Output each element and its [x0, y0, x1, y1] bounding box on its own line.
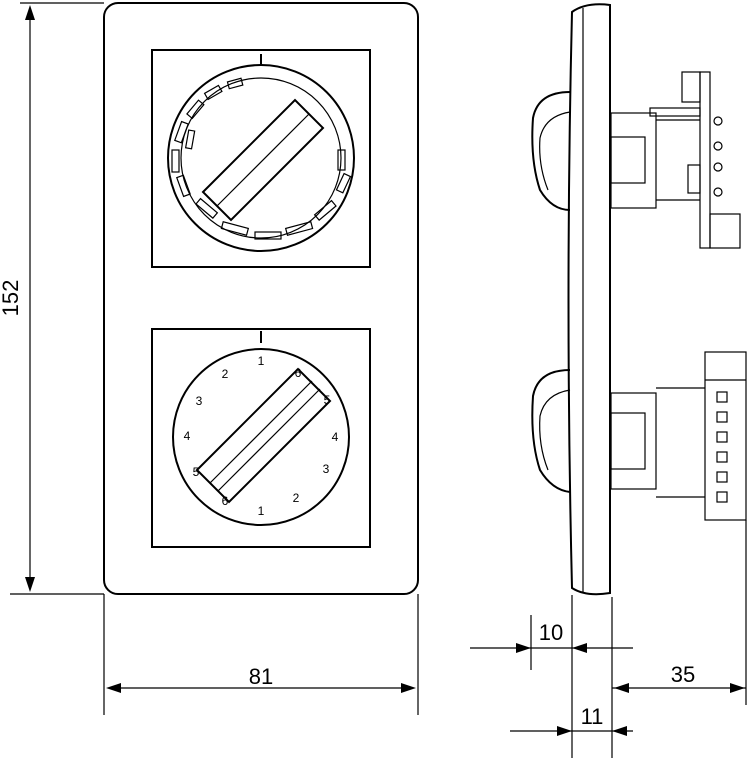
lower-knob-profile: [531, 369, 571, 493]
dial-number: 2: [222, 367, 229, 381]
dial-number: 5: [324, 393, 331, 407]
upper-scale-segments: [171, 77, 352, 240]
dial-number: 6: [222, 494, 229, 508]
lower-knob-bar: [195, 367, 332, 504]
dimension-depth: 10 11 35: [470, 520, 747, 758]
dimension-height: 152: [0, 2, 104, 595]
upper-knob-profile: [531, 91, 571, 211]
depth-10-label: 10: [539, 620, 563, 645]
upper-dial: [167, 64, 355, 252]
lower-knob-ridge-2: [217, 388, 321, 492]
dial-number: 6: [295, 366, 302, 380]
dial-number: 4: [184, 429, 191, 443]
upper-dial-inner: [180, 77, 342, 239]
upper-module: [151, 49, 371, 268]
upper-insert-square: [151, 49, 371, 268]
dial-number: 4: [332, 430, 339, 444]
side-plate: [567, 3, 611, 596]
dial-number: 3: [196, 394, 203, 408]
dial-number: 1: [258, 504, 265, 518]
dimension-width: 81: [103, 594, 419, 715]
lower-knob-ridge-1: [209, 380, 313, 484]
width-label: 81: [249, 664, 273, 689]
side-view: [531, 3, 747, 596]
height-label: 152: [0, 280, 23, 317]
lower-insert-body: [610, 351, 747, 521]
dial-number: 1: [258, 354, 265, 368]
lower-module: 1 2 3 4 5 6 6 5 4 3 2 1: [151, 328, 371, 548]
upper-knob-bar: [201, 98, 325, 222]
depth-35-label: 35: [671, 662, 695, 687]
frame-outline: [103, 2, 419, 595]
dial-number: 2: [293, 491, 300, 505]
upper-knob-ridge: [216, 113, 310, 207]
depth-11-label: 11: [581, 704, 604, 729]
dial-number: 5: [193, 465, 200, 479]
lower-dial: [172, 348, 350, 526]
upper-insert-body: [610, 71, 741, 249]
dial-number: 3: [323, 462, 330, 476]
lower-insert-square: [151, 328, 371, 548]
front-view: 1 2 3 4 5 6 6 5 4 3 2 1: [103, 2, 419, 595]
